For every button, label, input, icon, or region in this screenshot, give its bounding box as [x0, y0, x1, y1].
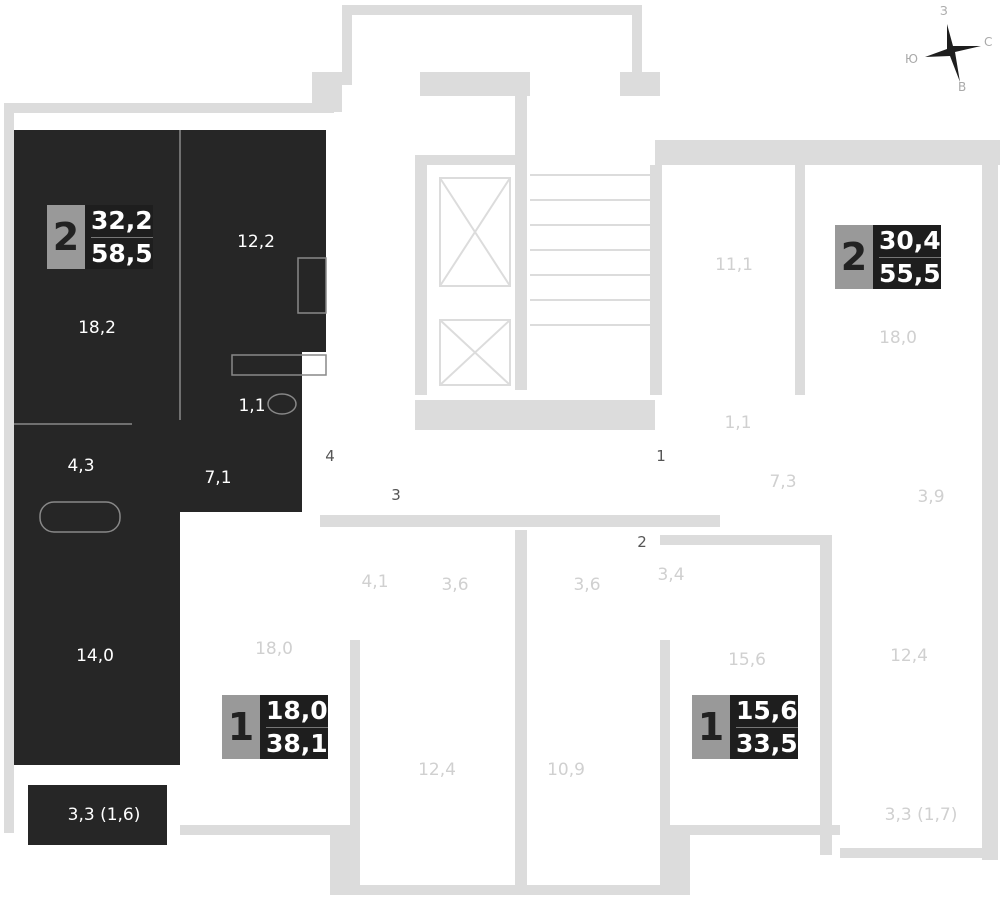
room-count: 1 — [222, 695, 260, 759]
hall-door-number: 1 — [656, 447, 666, 465]
room-area: 12,4 — [890, 646, 928, 666]
living-area: 15,6 — [736, 695, 798, 728]
compass-east: С — [984, 35, 993, 49]
hall-door-number: 4 — [325, 447, 335, 465]
compass-west: Ю — [905, 52, 918, 66]
room-area: 18,0 — [879, 328, 917, 348]
living-area: 18,0 — [266, 695, 328, 728]
compass-north: З — [940, 4, 948, 18]
room-count: 2 — [47, 205, 85, 269]
room-count: 2 — [835, 225, 873, 289]
room-area: 7,3 — [769, 472, 797, 492]
total-area: 58,5 — [91, 239, 153, 268]
room-area: 3,9 — [917, 487, 945, 507]
room-area: 18,2 — [78, 318, 116, 338]
room-area: 12,2 — [237, 232, 275, 252]
compass: З С В Ю — [905, 2, 997, 94]
room-area: 15,6 — [728, 650, 766, 670]
highlighted-apartment[interactable] — [14, 130, 326, 765]
room-area: 1,1 — [238, 396, 266, 416]
lift-shafts — [439, 174, 650, 386]
total-area: 55,5 — [879, 259, 941, 288]
total-area: 33,5 — [736, 729, 798, 758]
room-area: 10,9 — [547, 760, 585, 780]
hall-door-number: 2 — [637, 533, 647, 551]
compass-south: В — [958, 80, 967, 94]
room-area: 4,3 — [67, 456, 95, 476]
compass-star-icon — [925, 24, 981, 82]
hall-door-number: 3 — [391, 486, 401, 504]
room-area: 14,0 — [76, 646, 114, 666]
room-count: 1 — [692, 695, 730, 759]
highlighted-balcony[interactable] — [28, 785, 167, 845]
total-area: 38,1 — [266, 729, 328, 758]
room-area: 7,1 — [204, 468, 232, 488]
room-area: 18,0 — [255, 639, 293, 659]
living-area: 32,2 — [91, 205, 153, 238]
room-area: 3,4 — [657, 565, 685, 585]
highlighted-fixtures — [14, 130, 327, 533]
walls — [4, 5, 1000, 895]
room-area: 3,3 (1,7) — [884, 805, 958, 825]
room-area: 3,6 — [441, 575, 469, 595]
room-area: 12,4 — [418, 760, 456, 780]
living-area: 30,4 — [879, 225, 941, 258]
room-area: 3,6 — [573, 575, 601, 595]
room-area: 1,1 — [724, 413, 752, 433]
room-area: 4,1 — [361, 572, 389, 592]
room-area: 11,1 — [715, 255, 753, 275]
room-area: 3,3 (1,6) — [67, 805, 141, 825]
